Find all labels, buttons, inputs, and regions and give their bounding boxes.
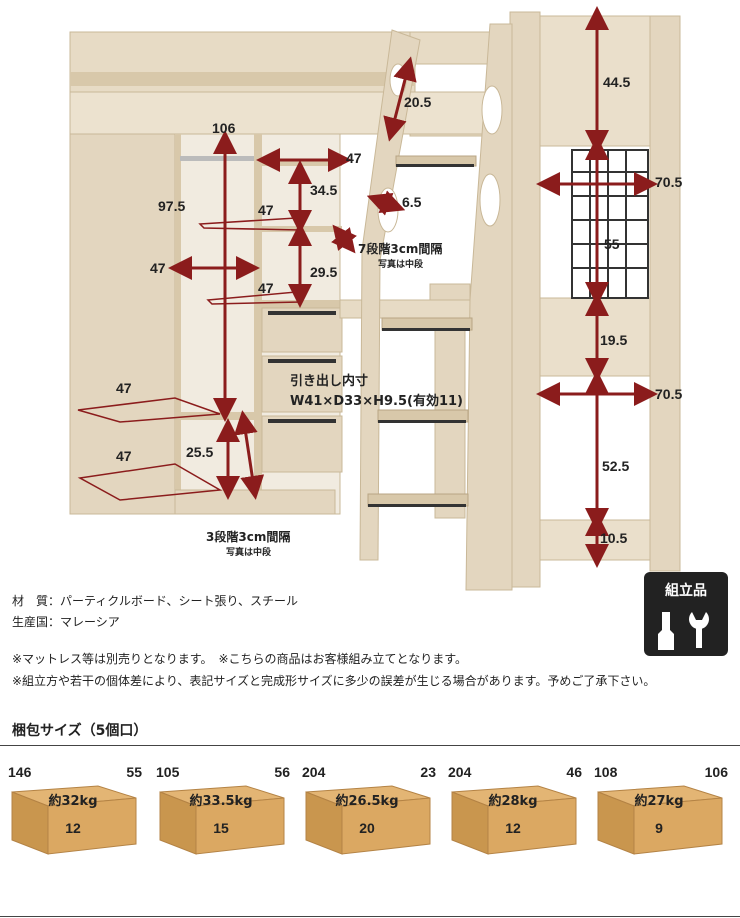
package-weight: 約26.5kg [335,794,399,809]
cardboard-box-icon [305,785,431,855]
package-depth: 23 [420,764,436,780]
dim-leg-10: 10.5 [600,530,628,546]
dim-panel-55: 55 [604,236,620,252]
package-width: 204 [448,764,472,780]
assembly-badge: 組立品 [644,572,728,656]
steps7-sub: 写真は中段 [378,260,424,270]
cardboard-box-icon [451,785,577,855]
spec-origin: 生産国：マレーシア [12,615,120,629]
dim-shelf-h1: 34.5 [310,182,338,198]
package-height: 20 [359,820,375,836]
dim-top-ladder: 20.5 [404,94,432,110]
packaging-bottom-rule [0,916,740,917]
package-box: 146 55 約32kg 12 [8,764,148,884]
dim-cabinet-width: 106 [212,120,236,136]
dim-shelf-width: 47 [346,150,362,166]
package-box: 204 23 約26.5kg 20 [302,764,442,884]
dim-bottom-left-47: 47 [116,448,132,464]
cardboard-box-icon [597,785,723,855]
cardboard-box-icon [11,785,137,855]
dim-panel-19: 19.5 [600,332,628,348]
packaging-title: 梱包サイズ（5個口） [12,723,148,739]
package-depth: 46 [566,764,582,780]
package-depth: 56 [274,764,290,780]
dim-wardrobe-width: 47 [150,260,166,276]
tools-icon [658,612,709,650]
steps3-sub: 写真は中段 [226,548,272,558]
package-width: 105 [156,764,180,780]
package-weight: 約27kg [634,794,684,809]
dim-desk-width: 70.5 [655,174,683,190]
package-box: 108 106 約27kg 9 [594,764,734,884]
dim-lower-h: 25.5 [186,444,214,460]
dim-shelf-depth-2: 47 [258,280,274,296]
steps7-note: 7段階3cm間隔 [358,242,443,256]
package-weight: 約33.5kg [189,794,253,809]
warning-line-2: ※組立方や若干の個体差により、表記サイズと完成形サイズに多少の誤差が生じる場合が… [12,674,656,688]
spec-material: 材 質：パーティクルボード、シート張り、スチール [12,594,298,608]
package-width: 204 [302,764,326,780]
drawer-inner-title: 引き出し内寸 [290,374,369,389]
package-depth: 106 [704,764,728,780]
package-box: 105 56 約33.5kg 15 [156,764,296,884]
dim-leg-52: 52.5 [602,458,630,474]
steps3-note: 3段階3cm間隔 [206,530,291,544]
warning-line-1: ※マットレス等は別売りとなります。 ※こちらの商品はお客様組み立てとなります。 [12,652,467,666]
dim-step-gap: 6.5 [402,194,422,210]
drawer-inner-dims: W41×D33×H9.5(有効11) [290,394,463,409]
dim-hang-height: 97.5 [158,198,186,214]
dim-lower-width: 70.5 [655,386,683,402]
product-figure: 20.5 44.5 106 47 34.5 97.5 47 6.5 47 29.… [69,5,683,591]
cardboard-box-icon [159,785,285,855]
dim-lower-left-47: 47 [116,380,132,396]
package-height: 15 [213,820,229,836]
package-height: 12 [505,820,521,836]
package-box: 204 46 約28kg 12 [448,764,588,884]
package-height: 9 [655,820,663,836]
package-depth: 55 [126,764,142,780]
dim-shelf-h2: 29.5 [310,264,338,280]
packaging-divider [0,745,740,746]
package-width: 146 [8,764,32,780]
package-height: 12 [65,820,81,836]
dim-shelf-depth-1: 47 [258,202,274,218]
package-weight: 約32kg [48,794,98,809]
dim-top-right: 44.5 [603,74,631,90]
assembly-badge-label: 組立品 [665,583,707,599]
package-width: 108 [594,764,618,780]
loft-bed-illustration [69,5,681,591]
package-weight: 約28kg [488,794,538,809]
